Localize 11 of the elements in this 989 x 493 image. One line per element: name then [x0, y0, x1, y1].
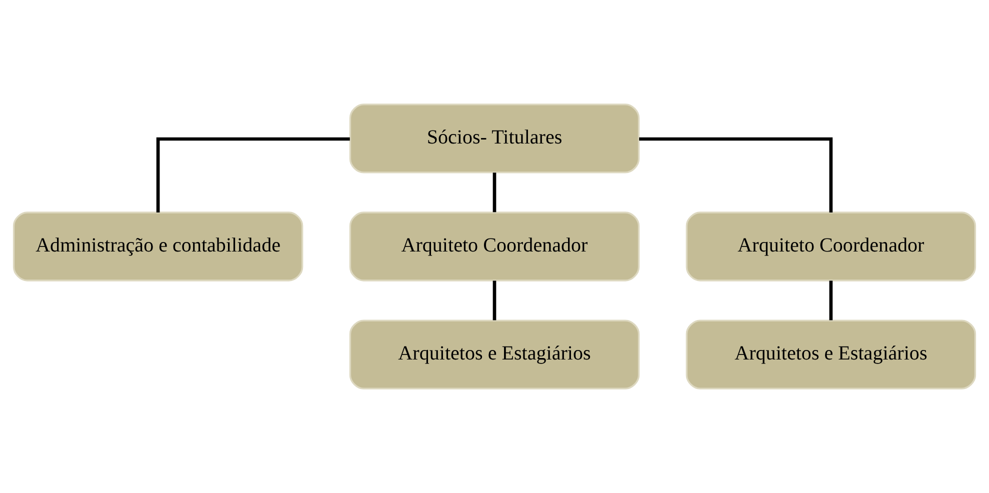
node-box: Arquitetos e Estagiários [349, 320, 640, 390]
node-box: Sócios- Titulares [349, 104, 640, 174]
node-box: Administração e contabilidade [12, 212, 304, 282]
connector [156, 137, 350, 212]
node-box: Arquitetos e Estagiários [686, 320, 976, 390]
connector [492, 172, 496, 212]
node-box: Arquiteto Coordenador [349, 212, 640, 282]
node-box: Arquiteto Coordenador [686, 212, 976, 282]
connector [639, 137, 833, 212]
connector [829, 280, 833, 320]
connector [492, 280, 496, 320]
